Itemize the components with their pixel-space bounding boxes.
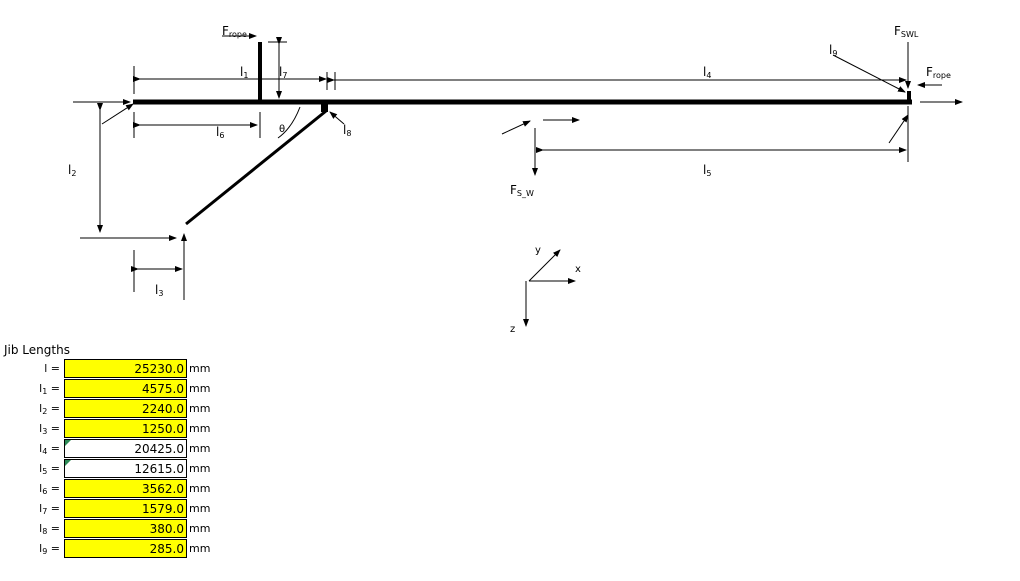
label-l3: l3 xyxy=(155,283,164,298)
unit-label: mm xyxy=(189,442,211,455)
unit-label: mm xyxy=(189,502,211,515)
unit-label: mm xyxy=(189,522,211,535)
value-cell[interactable]: 3562.0 xyxy=(64,479,187,498)
label-theta: θ xyxy=(279,124,286,135)
label-l9: l9 xyxy=(829,43,838,58)
row-label: l6 = xyxy=(39,482,60,496)
value-cell[interactable]: 2240.0 xyxy=(64,399,187,418)
label-l4: l4 xyxy=(703,65,712,80)
label-axis-x: x xyxy=(575,264,581,275)
unit-label: mm xyxy=(189,382,211,395)
label-f-rope-top: Frope xyxy=(222,24,247,39)
theta-arc xyxy=(277,106,301,139)
value-cell[interactable]: 4575.0 xyxy=(64,379,187,398)
value-cell[interactable]: 1579.0 xyxy=(64,499,187,518)
label-l6: l6 xyxy=(216,125,225,140)
label-axis-y: y xyxy=(535,245,541,256)
value-cell[interactable]: 25230.0 xyxy=(64,359,187,378)
row-label: l = xyxy=(44,362,60,375)
label-l1: l1 xyxy=(240,65,249,80)
label-l2: l2 xyxy=(68,163,77,178)
jib-diagram xyxy=(73,33,963,327)
unit-label: mm xyxy=(189,542,211,555)
value-cell[interactable]: 12615.0 xyxy=(64,459,187,478)
value-cell[interactable]: 1250.0 xyxy=(64,419,187,438)
label-f-swl: FSWL xyxy=(894,24,919,39)
strut xyxy=(185,109,327,226)
row-label: l1 = xyxy=(39,382,60,396)
row-label: l7 = xyxy=(39,502,60,516)
row-label: l4 = xyxy=(39,442,60,456)
label-axis-z: z xyxy=(510,324,516,335)
jib-lengths-title: Jib Lengths xyxy=(4,343,70,357)
fsw-diagonal-arrow xyxy=(501,120,531,135)
value-cell[interactable]: 285.0 xyxy=(64,539,187,558)
label-l7: l7 xyxy=(279,65,288,80)
unit-label: mm xyxy=(189,422,211,435)
unit-label: mm xyxy=(189,482,211,495)
comment-indicator-icon xyxy=(65,460,71,466)
value-cell[interactable]: 380.0 xyxy=(64,519,187,538)
label-f-rope-right: Frope xyxy=(926,65,951,80)
comment-indicator-icon xyxy=(65,440,71,446)
l8-leader xyxy=(329,111,345,125)
end-diagonal-arrow xyxy=(888,114,909,144)
label-l8: l8 xyxy=(343,123,352,138)
row-label: l3 = xyxy=(39,422,60,436)
value-cell[interactable]: 20425.0 xyxy=(64,439,187,458)
label-l5: l5 xyxy=(703,163,712,178)
axis-y-arrow xyxy=(528,249,561,282)
pin-block xyxy=(321,102,328,112)
row-label: l8 = xyxy=(39,522,60,536)
row-label: l2 = xyxy=(39,402,60,416)
start-diagonal-arrow xyxy=(101,103,134,125)
row-label: l9 = xyxy=(39,542,60,556)
l9-leader xyxy=(832,54,906,93)
unit-label: mm xyxy=(189,402,211,415)
label-f-s-w: FS_W xyxy=(510,183,534,198)
unit-label: mm xyxy=(189,462,211,475)
unit-label: mm xyxy=(189,362,211,375)
row-label: l5 = xyxy=(39,462,60,476)
